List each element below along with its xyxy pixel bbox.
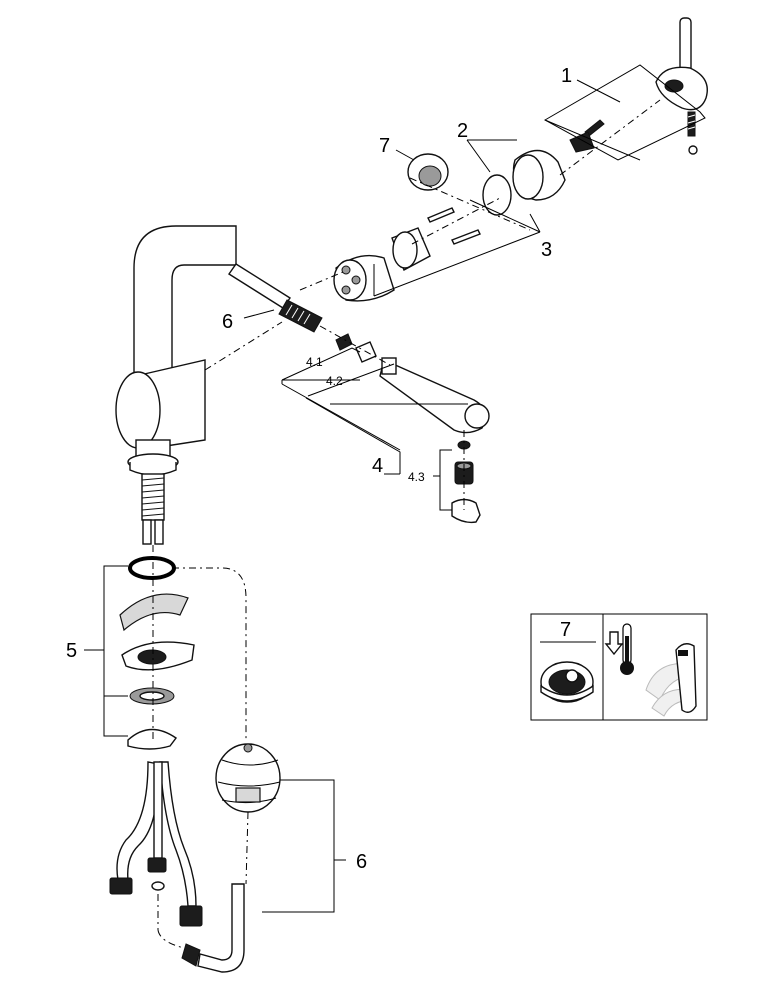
callout-4-1: 4.1: [306, 355, 323, 369]
callout-5: 5: [66, 640, 77, 662]
callout-4-2: 4.2: [326, 374, 343, 388]
callout-labels: 1 2 3 7 6 4.1 4.2 4 4.3 5 6: [66, 65, 572, 873]
callout-leaders: [84, 64, 706, 913]
callout-6-hose: 6: [222, 311, 233, 333]
supply-hoses: [109, 761, 245, 973]
temperature-knob-icon: [540, 661, 594, 703]
callout-1: 1: [561, 65, 572, 87]
callout-4: 4: [372, 455, 383, 477]
handle-assembly: [569, 17, 708, 155]
pull-out-hose: [228, 263, 323, 333]
cartridge-parts: [333, 149, 566, 302]
inset-label: 7: [560, 619, 571, 641]
thermometer-icon: [620, 623, 634, 675]
callout-7: 7: [379, 135, 390, 157]
down-arrow-icon: [604, 631, 624, 656]
hose-weight: [215, 743, 281, 813]
callout-6-weight: 6: [356, 851, 367, 873]
callout-3: 3: [541, 239, 552, 261]
inset-box: 7: [530, 613, 708, 721]
mixer-lever-icon: [645, 643, 697, 717]
faucet-body: [115, 225, 237, 545]
callout-2: 2: [457, 120, 468, 142]
mounting-kit: [119, 556, 195, 750]
callout-4-3: 4.3: [408, 470, 425, 484]
assembly-lines: [152, 99, 661, 949]
